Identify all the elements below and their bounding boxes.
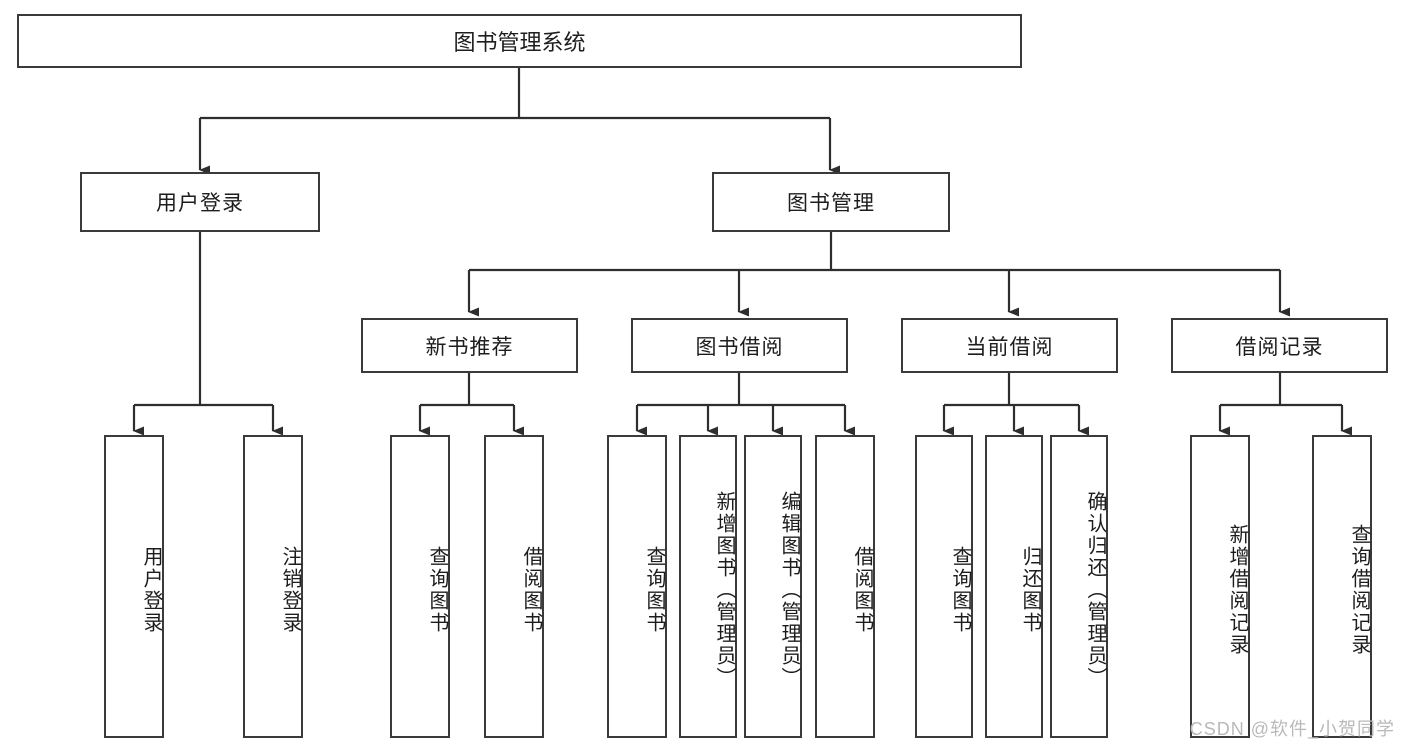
node-label: 借阅图书 [851,545,873,634]
node-label: 用户登录 [156,192,244,215]
node-label: 图书借阅 [695,335,784,359]
node-label: 新书推荐 [425,335,514,359]
node-label: 查询借阅记录 [1348,523,1370,656]
node-leaf-borrow-book-new[interactable]: 借阅图书 [484,435,544,738]
node-label: 查询图书 [949,545,971,634]
node-leaf-query-borrow-record[interactable]: 查询借阅记录 [1312,435,1372,738]
node-leaf-add-book-admin[interactable]: 新增图书（管理员） [679,435,737,738]
node-label: 确认归还（管理员） [1084,490,1106,689]
node-leaf-query-book-new[interactable]: 查询图书 [390,435,450,738]
node-label: 新增借阅记录 [1226,523,1248,656]
node-label: 编辑图书（管理员） [778,490,800,689]
node-label: 借阅记录 [1235,335,1324,359]
node-label: 归还图书 [1019,545,1041,634]
node-label: 查询图书 [426,545,448,634]
node-leaf-query-book-borrow[interactable]: 查询图书 [607,435,667,738]
node-leaf-user-login[interactable]: 用户登录 [104,435,164,738]
node-leaf-logout[interactable]: 注销登录 [243,435,303,738]
node-root-label: 图书管理系统 [453,30,586,55]
node-leaf-confirm-return-admin[interactable]: 确认归还（管理员） [1050,435,1108,738]
node-leaf-return-book[interactable]: 归还图书 [985,435,1043,738]
node-label: 借阅图书 [520,545,542,634]
node-label: 注销登录 [279,545,301,634]
node-level3-borrow-record[interactable]: 借阅记录 [1171,318,1388,373]
csdn-watermark: CSDN @软件_小贺同学 [1189,719,1395,739]
node-label: 新增图书（管理员） [713,490,735,689]
node-level3-book-borrow[interactable]: 图书借阅 [631,318,848,373]
node-leaf-query-book-current[interactable]: 查询图书 [915,435,973,738]
node-label: 图书管理 [787,192,875,215]
node-level2-book-management[interactable]: 图书管理 [712,172,950,232]
node-level3-new-book-recommend[interactable]: 新书推荐 [361,318,578,373]
node-leaf-borrow-book[interactable]: 借阅图书 [815,435,875,738]
node-label: 当前借阅 [965,335,1054,359]
node-leaf-add-borrow-record[interactable]: 新增借阅记录 [1190,435,1250,738]
node-leaf-edit-book-admin[interactable]: 编辑图书（管理员） [744,435,802,738]
node-level2-user-login[interactable]: 用户登录 [80,172,320,232]
node-root[interactable]: 图书管理系统 [17,14,1022,68]
node-label: 查询图书 [643,545,665,634]
node-level3-current-borrow[interactable]: 当前借阅 [901,318,1118,373]
node-label: 用户登录 [140,545,162,634]
